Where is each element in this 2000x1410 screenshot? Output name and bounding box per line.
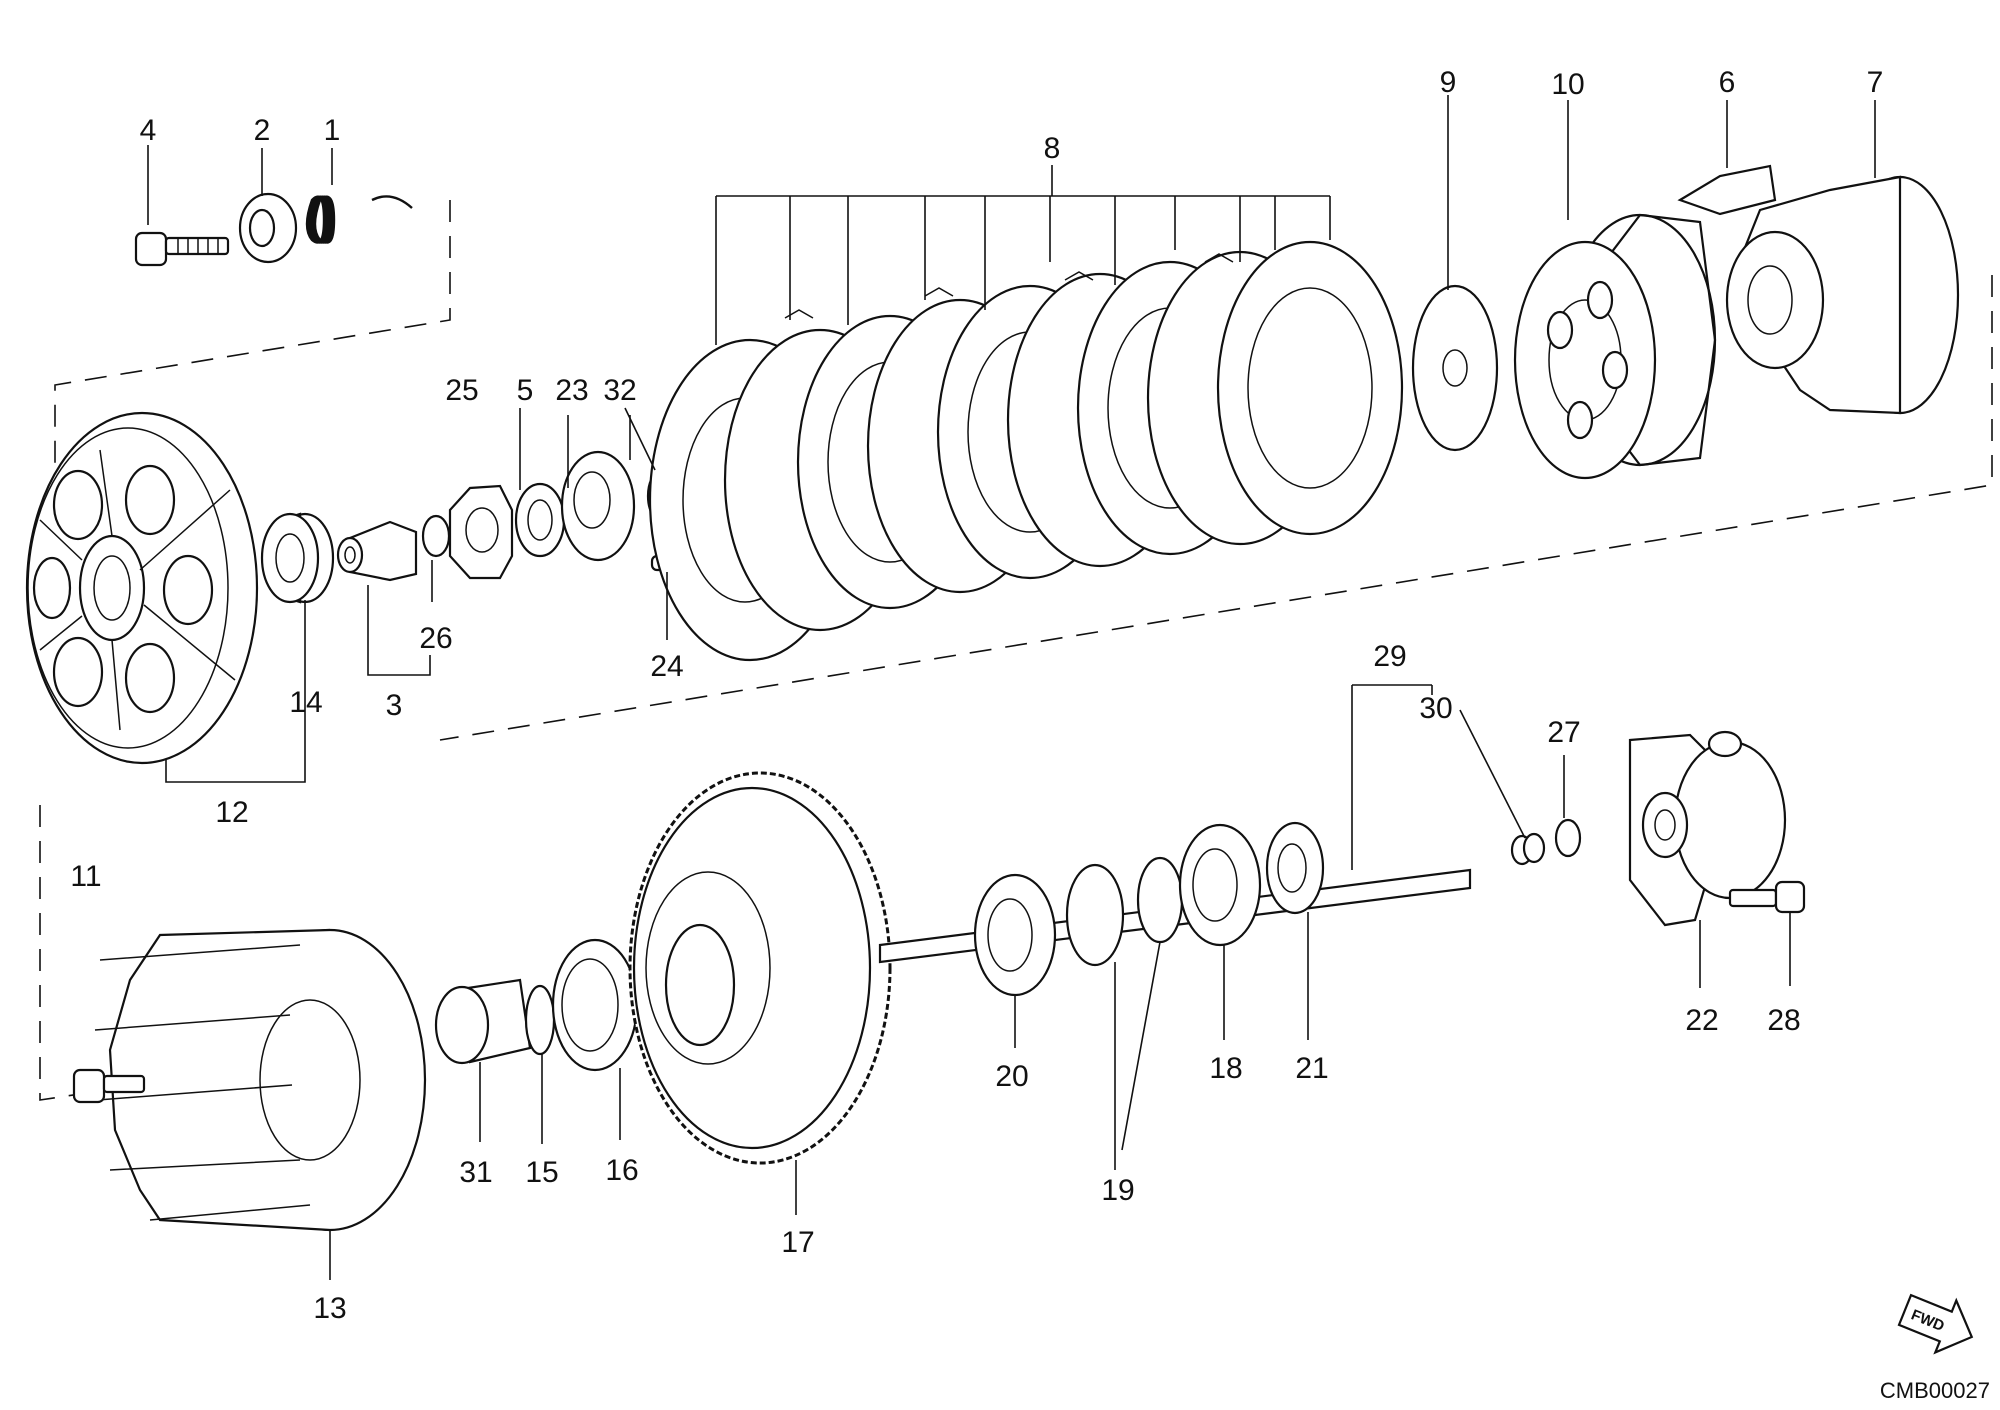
callout-27: 27 [1547,716,1580,749]
part-13-clutch-basket [94,928,427,1232]
parts-drawing [25,164,1993,1232]
callout-22: 22 [1685,1004,1718,1037]
callout-19: 19 [1101,1174,1134,1207]
callout-28: 28 [1767,1004,1800,1037]
callout-labels: 1 2 3 4 5 6 7 8 9 10 11 12 13 14 15 16 1… [70,66,1883,1325]
callout-25: 25 [445,374,478,407]
part-1-spring [305,195,413,244]
callout-20: 20 [995,1060,1028,1093]
part-20-bearing [973,873,1057,997]
callout-3: 3 [386,689,403,722]
part-27-o-ring [1554,818,1582,858]
callout-11: 11 [70,860,101,893]
callout-15: 15 [525,1156,558,1189]
callout-24: 24 [650,650,683,683]
part-10-clutch-hub [1513,213,1717,480]
part-11-screw [72,1068,146,1104]
part-9-plate [1411,284,1499,452]
callout-9: 9 [1440,66,1457,99]
part-30-seals [1510,832,1546,866]
part-12-pressure-plate [25,411,259,765]
part-5-washer [514,482,566,558]
callout-29: 29 [1373,640,1406,673]
callout-1: 1 [324,114,341,147]
part-17-primary-gear [628,771,892,1165]
part-19-circlips [1065,856,1184,967]
callout-10: 10 [1551,68,1584,101]
callout-2: 2 [254,114,271,147]
part-23-thrust-washer [560,450,636,562]
part-21-bearing [1265,821,1325,915]
part-8-clutch-plate-pack [648,240,1404,662]
callout-21: 21 [1295,1052,1328,1085]
callout-13: 13 [313,1292,346,1325]
callout-31: 31 [459,1156,492,1189]
drawing-code: CMB00027 [1880,1378,1990,1403]
callout-26: 26 [419,622,452,655]
part-26-o-ring [421,514,451,558]
part-22-slave-cylinder [1628,730,1787,927]
lower-dashed-boundary [39,805,121,1101]
fwd-arrow-icon [1897,1293,1974,1355]
part-7-cover [1725,175,1960,415]
part-28-screw [1728,880,1806,914]
callout-17: 17 [781,1226,814,1259]
part-6-cap [1677,164,1777,216]
leader-lines [147,95,1876,1280]
part-2-cup-washer [238,192,298,264]
part-14-bearing [260,512,335,604]
callout-5: 5 [517,374,534,407]
callout-18: 18 [1209,1052,1242,1085]
callout-16: 16 [605,1154,638,1187]
part-4-screw [134,231,230,267]
callout-6: 6 [1719,66,1736,99]
callout-14: 14 [289,686,322,719]
part-3-push-piece [336,520,418,582]
part-16-ring [551,938,639,1072]
callout-32: 32 [603,374,636,407]
callout-12: 12 [215,796,248,829]
part-18-bearing [1178,823,1262,947]
callout-8: 8 [1044,132,1061,165]
part-15-circlip [524,984,556,1056]
callout-4: 4 [140,114,157,147]
callout-23: 23 [555,374,588,407]
callout-30: 30 [1419,692,1452,725]
part-31-sleeve [434,978,532,1065]
fwd-arrow-badge: FWD [1897,1293,1974,1355]
callout-7: 7 [1867,66,1884,99]
part-25-nut [448,484,514,580]
